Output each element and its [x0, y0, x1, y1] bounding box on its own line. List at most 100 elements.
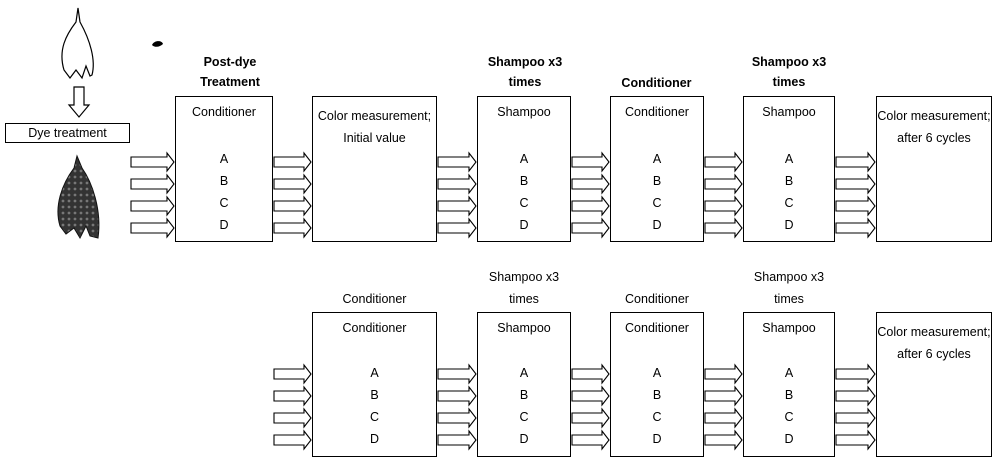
item-a: A	[219, 152, 229, 166]
item-b: B	[652, 174, 662, 188]
flow-arrow-icon	[273, 151, 312, 173]
flow-arrow-icon	[273, 385, 312, 407]
flow-arrow-icon	[704, 173, 743, 195]
box-r2-conditioner-b: Conditioner A B C D	[610, 312, 704, 457]
flow-arrow-icon	[130, 173, 175, 195]
dyed-hair-swatch-icon	[57, 154, 100, 240]
flow-arrow-icon	[704, 217, 743, 239]
item-d: D	[369, 432, 380, 446]
item-d: D	[784, 432, 794, 446]
flow-arrow-icon	[704, 363, 743, 385]
item-b: B	[784, 388, 794, 402]
flow-arrow-icon	[704, 407, 743, 429]
box-title: Color measurement; after 6 cycles	[877, 325, 991, 361]
box-title: Conditioner	[342, 321, 407, 335]
down-arrow-icon	[67, 86, 91, 118]
flow-arrow-icon	[273, 217, 312, 239]
flow-arrow-icon	[130, 151, 175, 173]
flow-arrow-icon	[704, 195, 743, 217]
header-post-dye-treatment: Post-dye Treatment	[200, 55, 260, 89]
flow-arrow-icon	[130, 217, 175, 239]
header-shampoo-x3-r2b: Shampoo x3 times	[753, 270, 825, 306]
header-conditioner-r2a: Conditioner	[342, 292, 407, 306]
item-b: B	[370, 388, 379, 402]
item-c: C	[784, 196, 794, 210]
box-title: Shampoo	[762, 105, 816, 119]
item-d: D	[652, 218, 662, 232]
flow-arrow-icon	[571, 173, 610, 195]
item-d: D	[219, 218, 229, 232]
flow-arrow-icon	[273, 195, 312, 217]
box-r2-shampoo-a: Shampoo A B C D	[477, 312, 571, 457]
item-a: A	[370, 366, 379, 380]
item-a: A	[519, 152, 529, 166]
header-conditioner-r2b: Conditioner	[625, 292, 689, 306]
box-r1-conditioner-b: Conditioner A B C D	[610, 96, 704, 242]
item-c: C	[652, 410, 662, 424]
flow-arrow-icon	[704, 385, 743, 407]
flow-arrow-icon	[704, 429, 743, 451]
box-title: Shampoo	[762, 321, 816, 335]
flow-arrow-icon	[571, 429, 610, 451]
undyed-hair-swatch-icon	[61, 7, 94, 80]
flow-arrow-icon	[835, 429, 876, 451]
flow-arrow-icon	[571, 363, 610, 385]
header-shampoo-x3-r1a: Shampoo x3 times	[487, 55, 563, 89]
item-c: C	[219, 196, 229, 210]
box-r2-final-measurement: Color measurement; after 6 cycles	[876, 312, 992, 457]
flow-arrow-icon	[571, 195, 610, 217]
item-d: D	[784, 218, 794, 232]
flow-arrow-icon	[835, 363, 876, 385]
item-a: A	[519, 366, 529, 380]
flow-arrow-icon	[130, 195, 175, 217]
item-a: A	[652, 366, 662, 380]
flow-arrow-icon	[437, 151, 477, 173]
header-shampoo-x3-r2a: Shampoo x3 times	[488, 270, 560, 306]
box-r1-initial-measurement: Color measurement; Initial value	[312, 96, 437, 242]
item-c: C	[519, 196, 529, 210]
flow-arrow-icon	[571, 407, 610, 429]
item-b: B	[219, 174, 229, 188]
item-b: B	[519, 388, 529, 402]
item-a: A	[784, 366, 794, 380]
flow-arrow-icon	[437, 195, 477, 217]
box-r2-conditioner-a: Conditioner A B C D	[312, 312, 437, 457]
flow-arrow-icon	[835, 217, 876, 239]
box-title: Conditioner	[625, 105, 689, 119]
box-r2-shampoo-b: Shampoo A B C D	[743, 312, 835, 457]
flow-arrow-icon	[437, 217, 477, 239]
box-title: Shampoo	[497, 321, 551, 335]
flow-arrow-icon	[704, 151, 743, 173]
box-title: Shampoo	[497, 105, 551, 119]
box-title: Color measurement; Initial value	[317, 109, 432, 145]
box-r1-final-measurement: Color measurement; after 6 cycles	[876, 96, 992, 242]
item-c: C	[369, 410, 380, 424]
box-r1-shampoo-b: Shampoo A B C D	[743, 96, 835, 242]
flow-arrow-icon	[835, 195, 876, 217]
box-title: Conditioner	[192, 105, 256, 119]
flow-arrow-icon	[835, 173, 876, 195]
flow-arrow-icon	[437, 429, 477, 451]
flow-arrow-icon	[437, 407, 477, 429]
box-title: Conditioner	[625, 321, 689, 335]
ink-mark-icon	[152, 41, 163, 47]
item-c: C	[652, 196, 662, 210]
item-a: A	[784, 152, 794, 166]
flow-arrow-icon	[437, 363, 477, 385]
dye-treatment-label: Dye treatment	[5, 123, 130, 143]
flow-arrow-icon	[273, 429, 312, 451]
item-b: B	[519, 174, 529, 188]
flow-arrow-icon	[571, 385, 610, 407]
item-b: B	[784, 174, 794, 188]
box-r1-conditioner: Conditioner A B C D	[175, 96, 273, 242]
flow-arrow-icon	[835, 385, 876, 407]
header-conditioner-r1: Conditioner	[621, 76, 692, 90]
item-c: C	[784, 410, 794, 424]
item-d: D	[519, 218, 529, 232]
item-b: B	[652, 388, 662, 402]
item-a: A	[652, 152, 662, 166]
item-d: D	[652, 432, 662, 446]
flow-arrow-icon	[273, 363, 312, 385]
